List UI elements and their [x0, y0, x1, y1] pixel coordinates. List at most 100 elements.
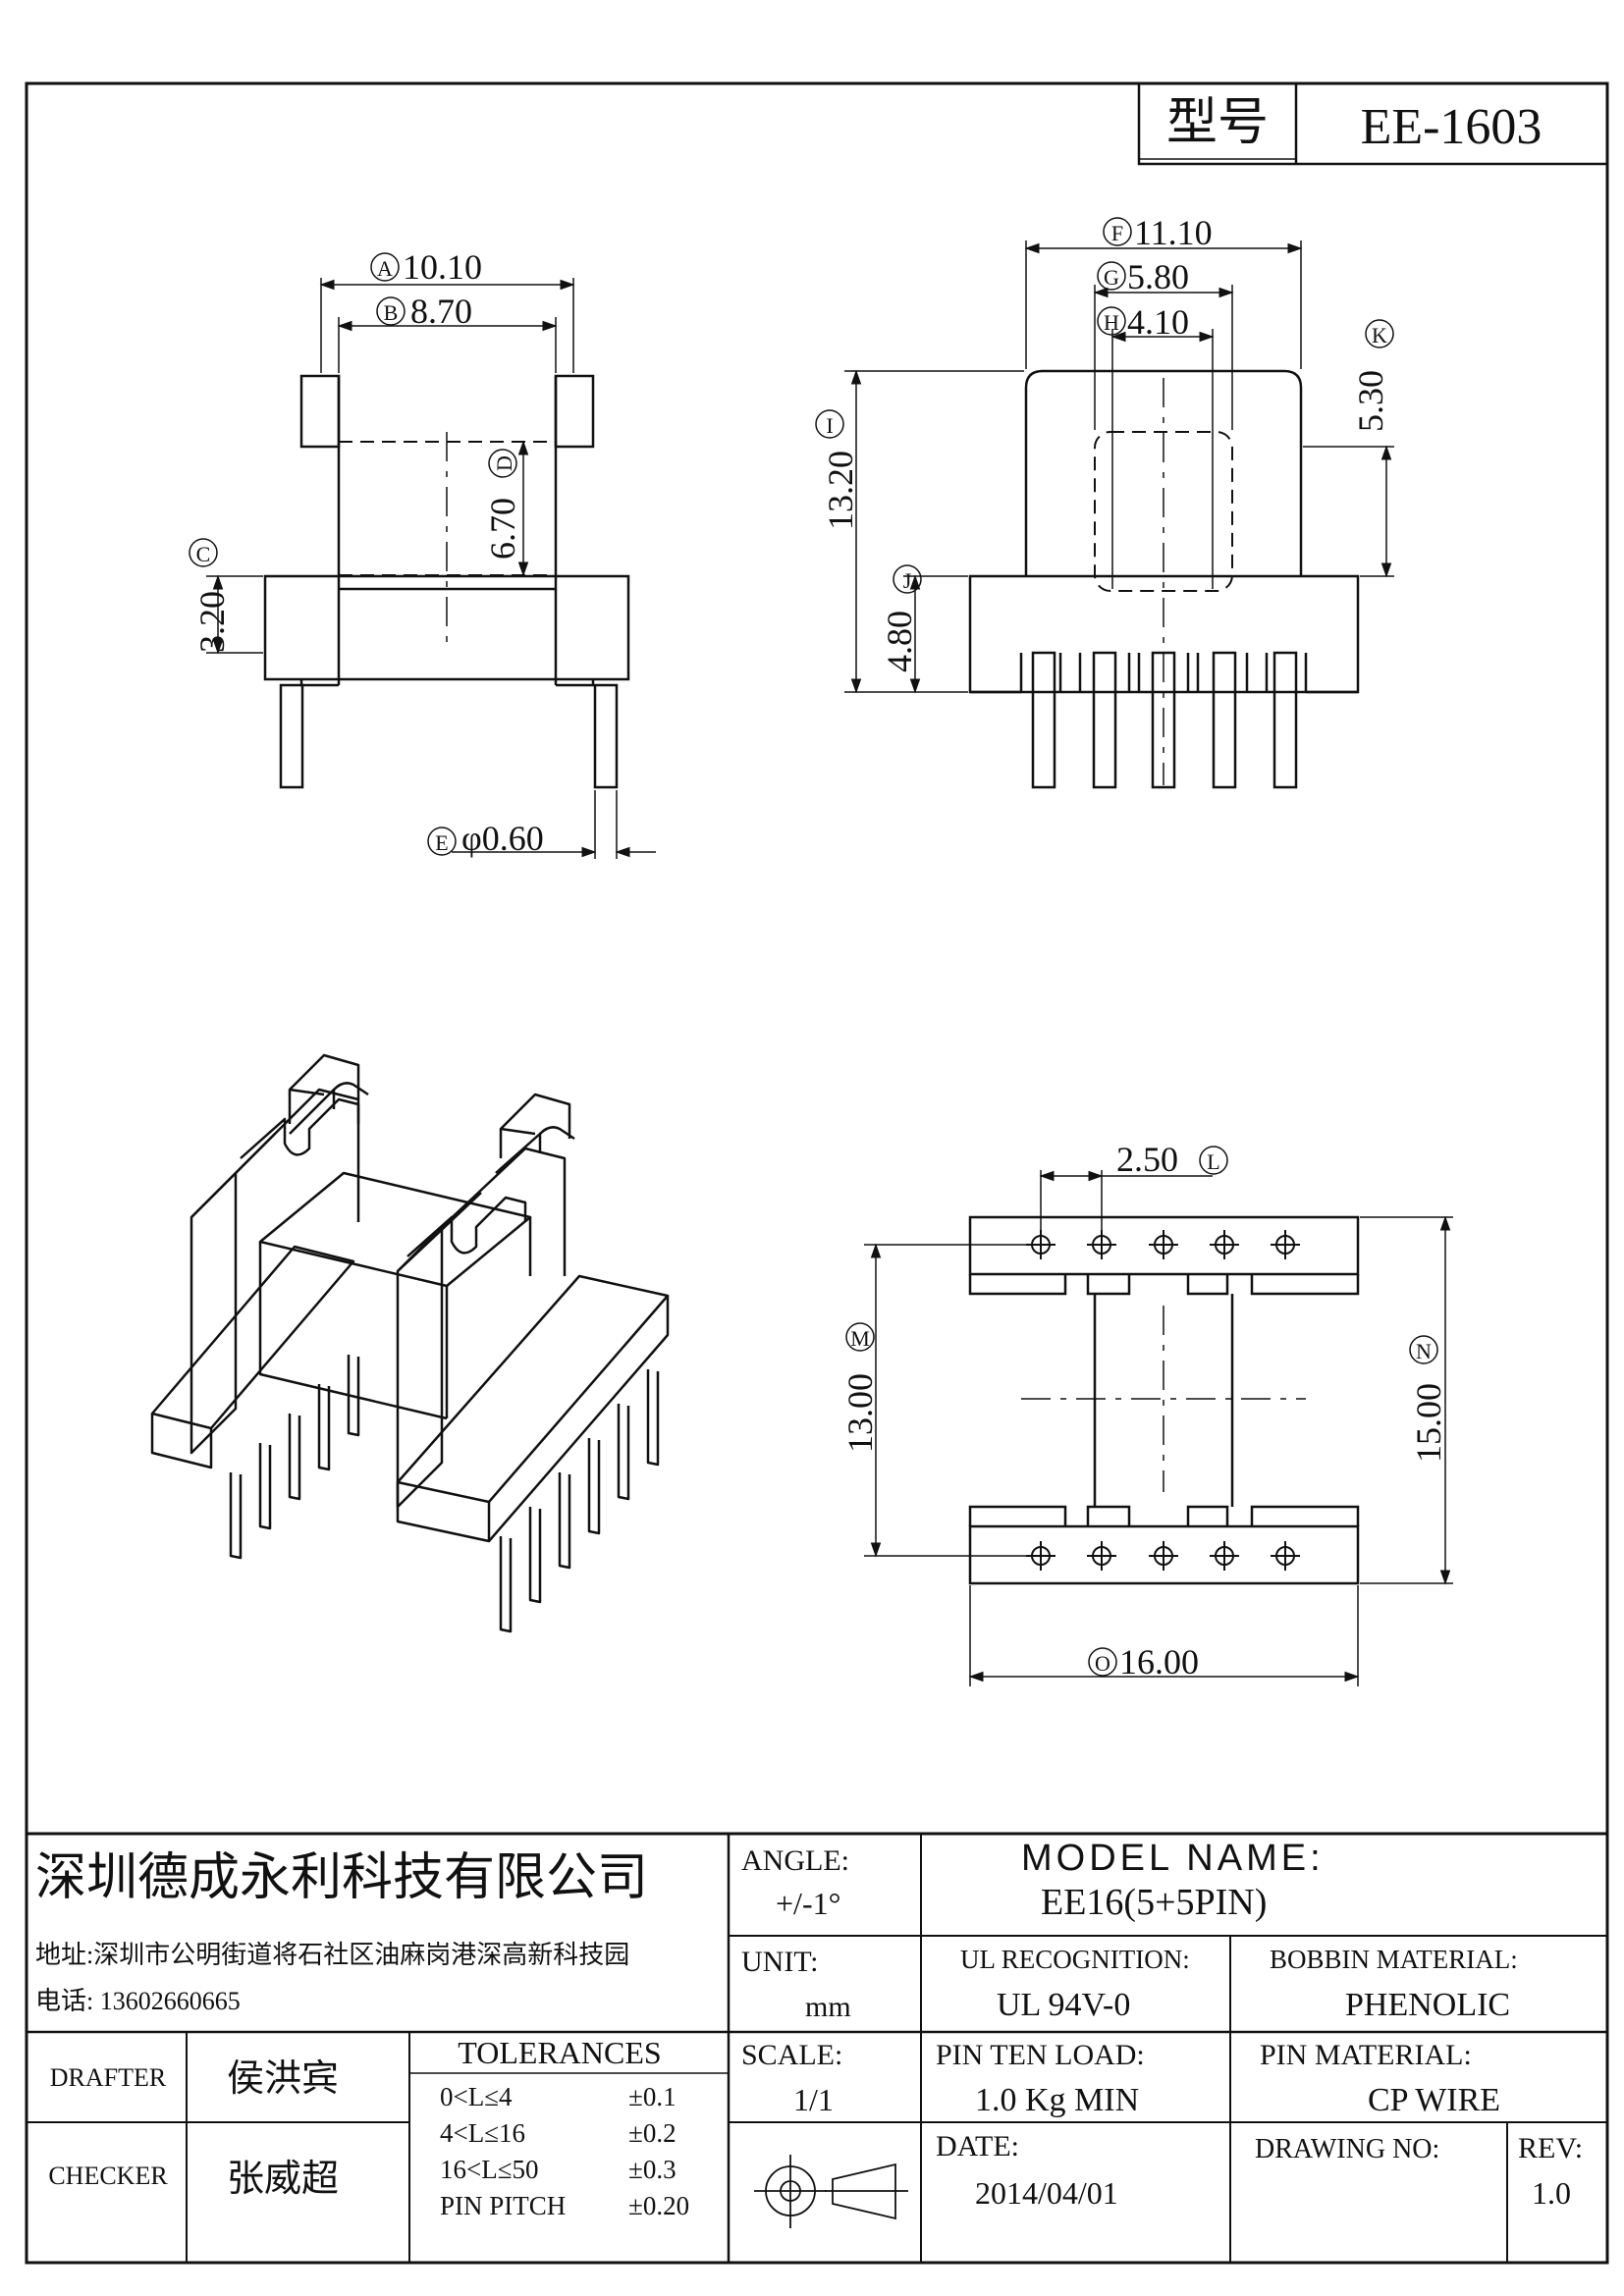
type-label: 型号 — [1166, 95, 1269, 151]
tolerance-row: 0<L≤4 ±0.1 — [440, 2082, 677, 2111]
dim-K-letter: K — [1372, 323, 1387, 347]
ul-label: UL RECOGNITION: — [960, 1945, 1190, 1974]
company-phone: 电话: 13602660665 — [35, 1987, 241, 2015]
rev-cell: REV: 1.0 — [1518, 2132, 1583, 2211]
pin-material-value: CP WIRE — [1368, 2082, 1500, 2118]
title-block — [27, 1832, 1607, 2263]
tolerance-row: PIN PITCH ±0.20 — [440, 2191, 689, 2220]
dim-L-letter: L — [1207, 1149, 1219, 1174]
tolerance-value: ±0.2 — [628, 2118, 677, 2148]
dim-O: O 16.00 — [1088, 1642, 1199, 1682]
checker-label: CHECKER — [48, 2162, 168, 2190]
company-name: 深圳德成永利科技有限公司 — [35, 1850, 648, 1906]
dim-N-value: 15.00 — [1409, 1383, 1448, 1463]
pin-material-label: PIN MATERIAL: — [1260, 2039, 1472, 2071]
dim-A-value: 10.10 — [403, 247, 482, 287]
bobbin-label: BOBBIN MATERIAL: — [1270, 1945, 1518, 1974]
dim-K-value: 5.30 — [1351, 370, 1390, 432]
company-address: 地址:深圳市公明街道将石社区油麻岗港深高新科技园 — [35, 1941, 629, 1969]
staff-block: DRAFTER 侯洪宾 CHECKER 张威超 — [48, 2058, 339, 2200]
dim-L: 2.50 L — [1116, 1140, 1228, 1179]
dim-L-value: 2.50 — [1116, 1140, 1178, 1179]
side-view — [968, 369, 1360, 789]
unit-cell: UNIT: mm — [741, 1946, 851, 2023]
dim-E-value: φ0.60 — [461, 819, 544, 858]
tolerance-range: 0<L≤4 — [440, 2082, 513, 2111]
dim-I-letter: I — [826, 413, 833, 438]
bobbin-value: PHENOLIC — [1345, 1987, 1510, 2023]
rev-label: REV: — [1518, 2132, 1583, 2164]
drafter-label: DRAFTER — [50, 2063, 167, 2092]
scale-value: 1/1 — [793, 2082, 834, 2117]
dim-J: J 4.80 — [880, 564, 922, 672]
pin-load-label: PIN TEN LOAD: — [936, 2039, 1145, 2071]
dim-B-value: 8.70 — [410, 292, 472, 331]
pin-material-cell: PIN MATERIAL: CP WIRE — [1260, 2039, 1500, 2118]
dim-M-letter: M — [850, 1326, 870, 1351]
date-cell: DATE: 2014/04/01 — [936, 2130, 1118, 2211]
dim-I-value: 13.20 — [821, 451, 860, 530]
type-value: EE-1603 — [1361, 99, 1543, 155]
dim-F-value: 11.10 — [1134, 213, 1213, 252]
drawing-no-label: DRAWING NO: — [1255, 2134, 1439, 2164]
bottom-view — [968, 1215, 1360, 1585]
angle-value: +/-1° — [776, 1886, 840, 1921]
dim-D-value: 6.70 — [483, 498, 522, 560]
drawing-no-cell: DRAWING NO: — [1255, 2134, 1439, 2164]
dim-B-letter: B — [384, 300, 399, 325]
side-view-dims — [844, 240, 1394, 694]
dim-H-letter: H — [1104, 310, 1119, 335]
unit-label: UNIT: — [741, 1946, 819, 1978]
tolerance-row: 4<L≤16 ±0.2 — [440, 2118, 677, 2148]
dim-G-value: 5.80 — [1127, 257, 1189, 296]
pin-load-cell: PIN TEN LOAD: 1.0 Kg MIN — [936, 2039, 1145, 2118]
dim-J-letter: J — [903, 568, 912, 593]
dim-H-value: 4.10 — [1127, 302, 1189, 342]
bottom-view-dims — [864, 1170, 1453, 1686]
dim-C: C 3.20 — [189, 538, 232, 653]
date-label: DATE: — [936, 2130, 1019, 2163]
ul-value: UL 94V-0 — [997, 1987, 1130, 2023]
ul-cell: UL RECOGNITION: UL 94V-0 — [960, 1945, 1190, 2023]
pin-load-value: 1.0 Kg MIN — [975, 2082, 1139, 2118]
dim-F: F 11.10 — [1103, 213, 1213, 252]
dim-K: K 5.30 — [1351, 319, 1394, 432]
dim-G: G 5.80 — [1097, 257, 1189, 296]
dim-E-letter: E — [435, 830, 448, 855]
dim-A-letter: A — [377, 256, 393, 281]
isometric-view — [150, 1053, 670, 1633]
dim-E: E φ0.60 — [427, 819, 544, 858]
dim-H: H 4.10 — [1097, 302, 1189, 342]
dim-C-letter: C — [196, 542, 211, 566]
tolerances-block: TOLERANCES 0<L≤4 ±0.1 4<L≤16 ±0.2 16<L≤5… — [440, 2035, 689, 2220]
type-box: 型号 EE-1603 — [1137, 81, 1609, 166]
dim-O-letter: O — [1095, 1651, 1110, 1676]
model-label: MODEL NAME: — [1021, 1838, 1325, 1879]
tolerance-range: 16<L≤50 — [440, 2155, 539, 2184]
tolerance-range: PIN PITCH — [440, 2191, 566, 2220]
dim-F-letter: F — [1111, 221, 1123, 245]
dim-M-value: 13.00 — [840, 1373, 880, 1453]
date-value: 2014/04/01 — [975, 2175, 1118, 2211]
dim-G-letter: G — [1104, 265, 1119, 290]
dim-O-value: 16.00 — [1119, 1642, 1199, 1682]
scale-label: SCALE: — [741, 2039, 842, 2071]
tolerance-range: 4<L≤16 — [440, 2118, 525, 2148]
model-value: EE16(5+5PIN) — [1041, 1882, 1267, 1923]
dim-M: M 13.00 — [840, 1322, 880, 1453]
tolerance-value: ±0.1 — [628, 2082, 677, 2111]
dim-C-value: 3.20 — [192, 591, 232, 653]
projection-symbol — [754, 2155, 908, 2228]
angle-label: ANGLE: — [741, 1844, 849, 1877]
tolerance-value: ±0.20 — [628, 2191, 689, 2220]
dim-N-letter: N — [1416, 1339, 1432, 1363]
dim-I: I 13.20 — [815, 409, 860, 530]
company-block: 深圳德成永利科技有限公司 地址:深圳市公明街道将石社区油麻岗港深高新科技园 电话… — [35, 1850, 648, 2015]
sheet-border — [25, 81, 1609, 2265]
tolerance-value: ±0.3 — [628, 2155, 677, 2184]
tolerances-title: TOLERANCES — [458, 2035, 661, 2070]
dim-J-value: 4.80 — [880, 611, 919, 672]
dim-B: B 8.70 — [376, 292, 472, 331]
bobbin-cell: BOBBIN MATERIAL: PHENOLIC — [1270, 1945, 1518, 2023]
